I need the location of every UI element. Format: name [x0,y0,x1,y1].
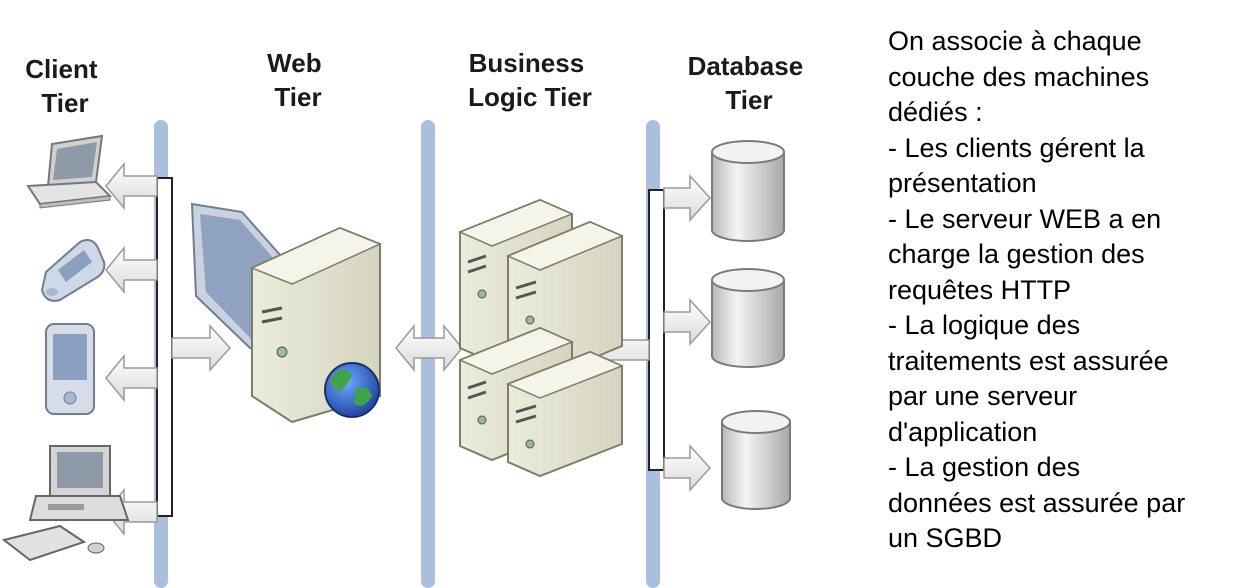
laptop-icon [26,134,113,209]
description-line: - Les clients gérent la [888,132,1145,163]
client-tier-label: Client Tier [25,54,104,118]
arrow-to-phone [105,245,158,295]
web-tier-label: Web Tier [267,48,329,112]
description-line: d'application [888,416,1038,447]
three-tier-architecture-diagram: Client Tier Web Tier Business Logic Tier… [1,48,811,588]
database-cylinder-icon [711,268,785,368]
database-bus-bar [648,189,665,471]
description-line: dédiés : [888,97,983,127]
mobile-phone-icon [40,239,106,302]
arrow-to-pda [105,353,158,403]
database-tier-label: Database Tier [688,51,811,115]
database-cylinder-icon [721,410,791,510]
arrow-to-database-3 [663,444,712,492]
database-cylinder-icon [711,140,785,242]
client-bus-bar [156,177,173,517]
description-line: traitements est assurée [888,345,1169,376]
description-line: charge la gestion des [888,239,1145,269]
description-line: - La gestion des [888,452,1081,482]
description-line: un SGBD [888,523,1003,553]
description-line: - La logique des [888,310,1081,340]
description-line: On associe à chaque [888,26,1142,56]
arrow-to-database-1 [663,174,712,222]
description-line: - Le serveur WEB a en [888,203,1162,234]
desktop-computer-icon [1,445,130,562]
arrow-to-web-server [171,324,232,372]
description-text: On associe à chaque couche des machines … [888,24,1233,557]
description-line: par une serveur [888,381,1078,411]
application-server-icon [506,350,624,478]
arrow-to-laptop [105,161,158,211]
globe-icon [324,362,380,418]
description-line: requêtes HTTP [888,274,1072,305]
pda-icon [45,323,95,415]
arrow-to-database-2 [663,298,712,346]
description-line: données est assurée par [888,487,1186,518]
business-logic-tier-label: Business Logic Tier [468,48,592,112]
description-line: couche des machines [888,61,1150,92]
description-line: présentation [888,168,1037,198]
